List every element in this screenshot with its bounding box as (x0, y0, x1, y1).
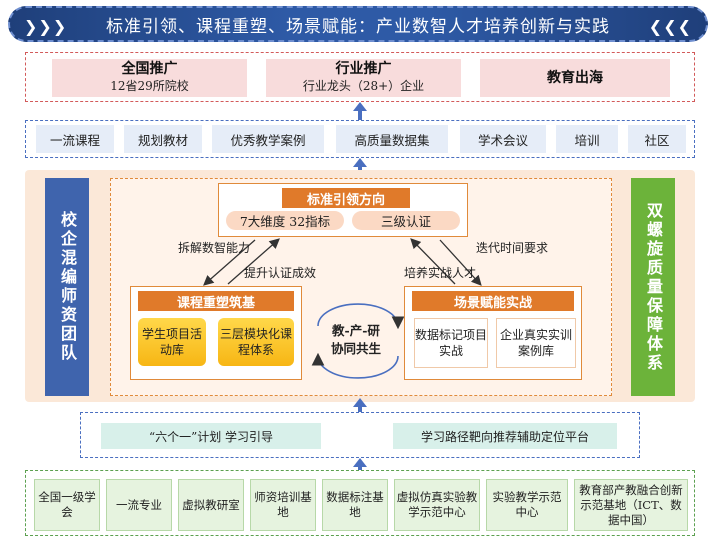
label-cultivate: 培养实战人才 (404, 266, 477, 280)
scene-item: 企业真实实训案例库 (496, 318, 576, 368)
arrow-improve (227, 238, 280, 285)
promotion-industry: 行业推广 行业龙头（28+）企业 (266, 59, 461, 97)
arrow-cycle-bottom (311, 352, 399, 379)
promotion-title: 行业推广 (335, 61, 392, 77)
base-item: 虚拟教研室 (178, 479, 244, 531)
course-item: 学生项目活动库 (138, 318, 206, 366)
up-arrow-icon (353, 102, 367, 111)
center-synergy: 教-产-研 协同共生 (310, 310, 402, 370)
platform-item: 学习路径靶向推荐辅助定位平台 (393, 423, 617, 449)
promotion-overseas: 教育出海 (480, 59, 670, 97)
chevron-right-icon: ❮❮❮ (648, 17, 692, 36)
arrow-cycle-top (317, 303, 405, 330)
base-item: 教育部产教融合创新示范基地（ICT、数据中国） (574, 479, 688, 531)
promotion-sub: 行业龙头（28+）企业 (302, 79, 425, 93)
page-title: 标准引领、课程重塑、场景赋能：产业数智人才培养创新与实践 (106, 16, 610, 37)
platform-row: “六个一”计划 学习引导 学习路径靶向推荐辅助定位平台 (80, 412, 640, 458)
base-item: 师资培训基地 (250, 479, 316, 531)
base-item: 虚拟仿真实验教学示范中心 (394, 479, 480, 531)
platform-item: “六个一”计划 学习引导 (101, 423, 321, 449)
arrow-iterate (439, 239, 482, 286)
output-item: 高质量数据集 (336, 125, 448, 153)
promotion-national: 全国推广 12省29所院校 (52, 59, 247, 97)
output-item: 社区 (628, 125, 686, 153)
up-arrow-icon (353, 158, 367, 167)
arrow-cultivate (410, 238, 456, 285)
promotion-sub: 12省29所院校 (110, 79, 189, 93)
output-item: 优秀教学案例 (212, 125, 324, 153)
base-item: 数据标注基地 (322, 479, 388, 531)
output-item: 学术会议 (460, 125, 546, 153)
base-item: 全国一级学会 (34, 479, 100, 531)
arrow-decompose (203, 239, 256, 286)
promotion-title: 全国推广 (121, 61, 178, 77)
up-arrow-icon (353, 398, 367, 407)
base-item: 实验教学示范中心 (486, 479, 568, 531)
scene-title: 场景赋能实战 (412, 291, 574, 311)
right-pillar: 双螺旋质量保障体系 (631, 178, 675, 396)
output-item: 一流课程 (36, 125, 114, 153)
label-iterate: 迭代时间要求 (476, 241, 549, 255)
base-row: 全国一级学会 一流专业 虚拟教研室 师资培训基地 数据标注基地 虚拟仿真实验教学… (25, 470, 695, 536)
chevron-left-icon: ❯❯❯ (24, 17, 68, 36)
standard-item: 7大维度 32指标 (226, 211, 344, 230)
center-line: 协同共生 (330, 341, 381, 356)
output-item: 培训 (556, 125, 618, 153)
scene-item: 数据标记项目实战 (414, 318, 488, 368)
promotion-row: 全国推广 12省29所院校 行业推广 行业龙头（28+）企业 教育出海 (25, 52, 695, 102)
standard-item: 三级认证 (352, 211, 460, 230)
title-banner: ❯❯❯ 标准引领、课程重塑、场景赋能：产业数智人才培养创新与实践 ❮❮❮ (8, 6, 708, 42)
up-arrow-icon (353, 458, 367, 467)
output-item: 规划教材 (124, 125, 202, 153)
center-line: 教-产-研 (332, 323, 380, 338)
course-title: 课程重塑筑基 (138, 291, 294, 311)
label-decompose: 拆解数智能力 (178, 241, 251, 255)
outputs-row: 一流课程 规划教材 优秀教学案例 高质量数据集 学术会议 培训 社区 (25, 120, 695, 158)
promotion-title: 教育出海 (547, 69, 603, 86)
label-improve: 提升认证成效 (244, 266, 317, 280)
standard-title: 标准引领方向 (282, 188, 410, 208)
left-pillar: 校企混编师资团队 (45, 178, 89, 396)
course-item: 三层模块化课程体系 (218, 318, 294, 366)
base-item: 一流专业 (106, 479, 172, 531)
